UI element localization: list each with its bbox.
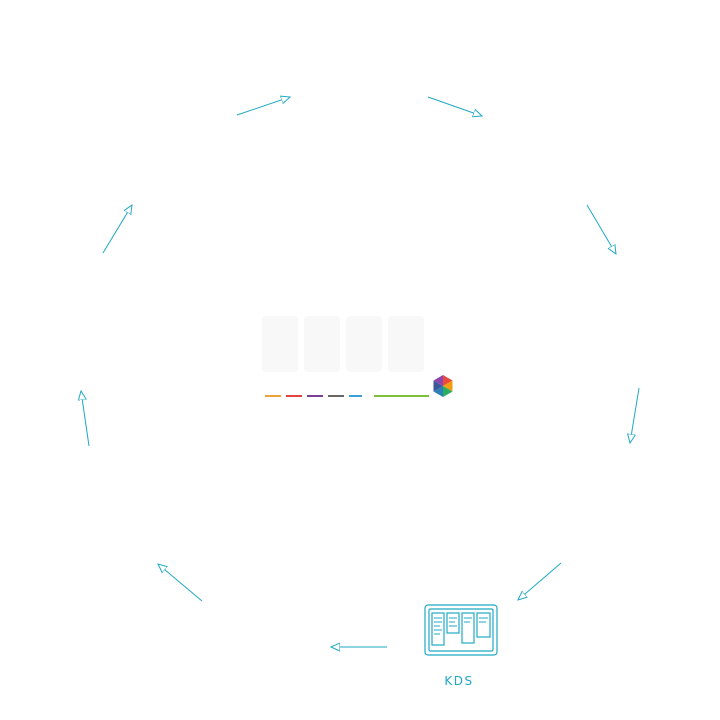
faint-logo-watermark <box>262 316 432 372</box>
arrow-left-upper <box>102 205 132 254</box>
arrow-bottom-left <box>158 564 203 602</box>
arrow-right-lower <box>630 387 640 443</box>
watermark-block <box>346 316 382 372</box>
cycle-arrows <box>81 96 640 647</box>
arrow-bottom-right <box>518 562 562 600</box>
arrow-top-left <box>236 97 290 116</box>
kitchen-display-icon <box>424 604 498 656</box>
arrow-right-upper <box>586 204 616 254</box>
arrow-top-right <box>427 96 482 116</box>
watermark-block <box>388 316 424 372</box>
watermark-block <box>304 316 340 372</box>
hexagon-logo-icon <box>433 375 453 397</box>
kds-label: KDS <box>444 674 474 688</box>
watermark-block <box>262 316 298 372</box>
arrow-left-lower <box>81 391 90 447</box>
